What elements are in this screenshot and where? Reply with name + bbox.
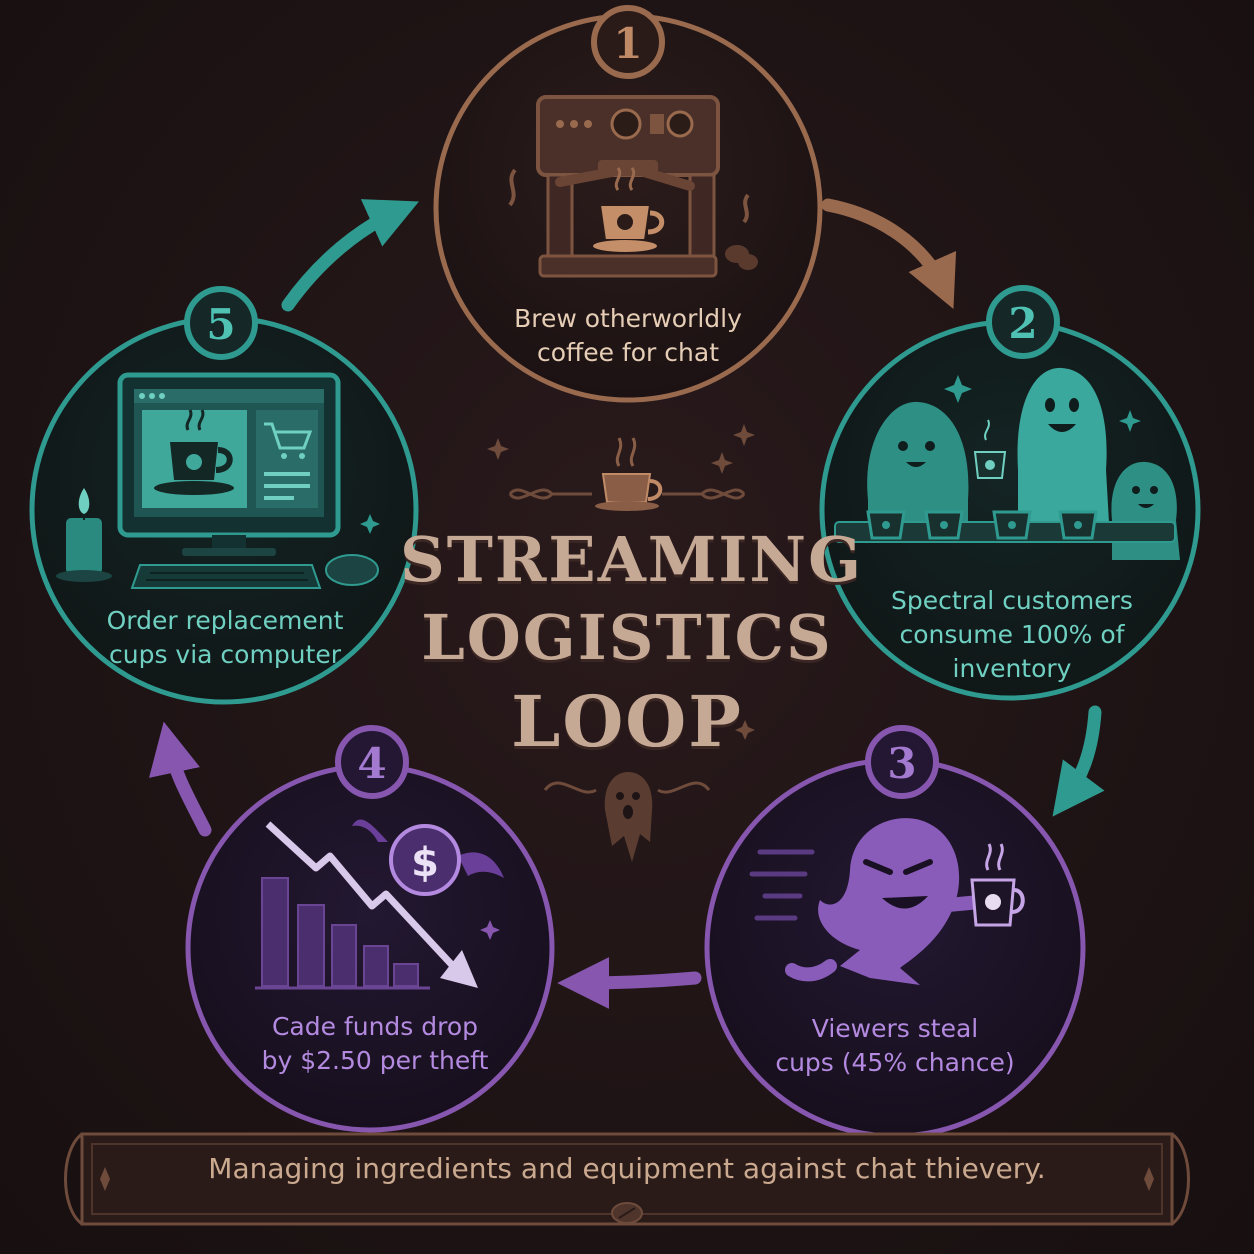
title-flourish-bottom [543, 781, 711, 794]
falling-funds-chart-icon: $ [255, 819, 504, 990]
step-1-node: 1 [433, 5, 823, 403]
step-1-number: 1 [613, 19, 642, 68]
title-line-2: LOGISTICS [421, 601, 833, 674]
step-4-label: Cade funds drop by $2.50 per theft [261, 1012, 489, 1075]
title-line-1: STREAMING [400, 523, 864, 596]
arrow-2-to-3 [1052, 705, 1105, 817]
arrow-5-to-1 [281, 199, 419, 312]
step-5-node: 5 [29, 286, 419, 705]
step-2-label: Spectral customers consume 100% of inven… [891, 586, 1133, 683]
step-4-node: 4 $ [185, 725, 555, 1133]
step-5-number: 5 [206, 300, 235, 349]
step-5-label: Order replacement cups via computer [106, 606, 344, 669]
step-3-label: Viewers steal cups (45% chance) [775, 1014, 1015, 1077]
computer-shopping-icon [56, 372, 380, 589]
step-2-node: 2 [819, 285, 1201, 701]
step-4-number: 4 [357, 739, 386, 788]
step-1-label: Brew otherworldly coffee for chat [514, 304, 742, 367]
thief-ghost-icon [749, 818, 1025, 985]
caption-banner [64, 1132, 1190, 1226]
center-ghost-icon [604, 772, 653, 862]
title-line-3: LOOP [511, 680, 743, 763]
ghost-customers-icon [834, 367, 1180, 560]
center-coffee-icon [595, 437, 663, 511]
caption-text: Managing ingredients and equipment again… [208, 1152, 1046, 1185]
step-2-number: 2 [1008, 299, 1037, 348]
espresso-machine-icon [508, 95, 758, 278]
step-3-number: 3 [887, 739, 916, 788]
arrow-1-to-2 [821, 198, 957, 310]
arrow-4-to-5 [149, 721, 212, 837]
svg-text:$: $ [411, 840, 439, 886]
title-flourish-top [508, 488, 746, 500]
sparkles-center [487, 424, 755, 740]
step-3-node: 3 [704, 725, 1086, 1139]
arrow-3-to-4 [557, 956, 702, 1009]
